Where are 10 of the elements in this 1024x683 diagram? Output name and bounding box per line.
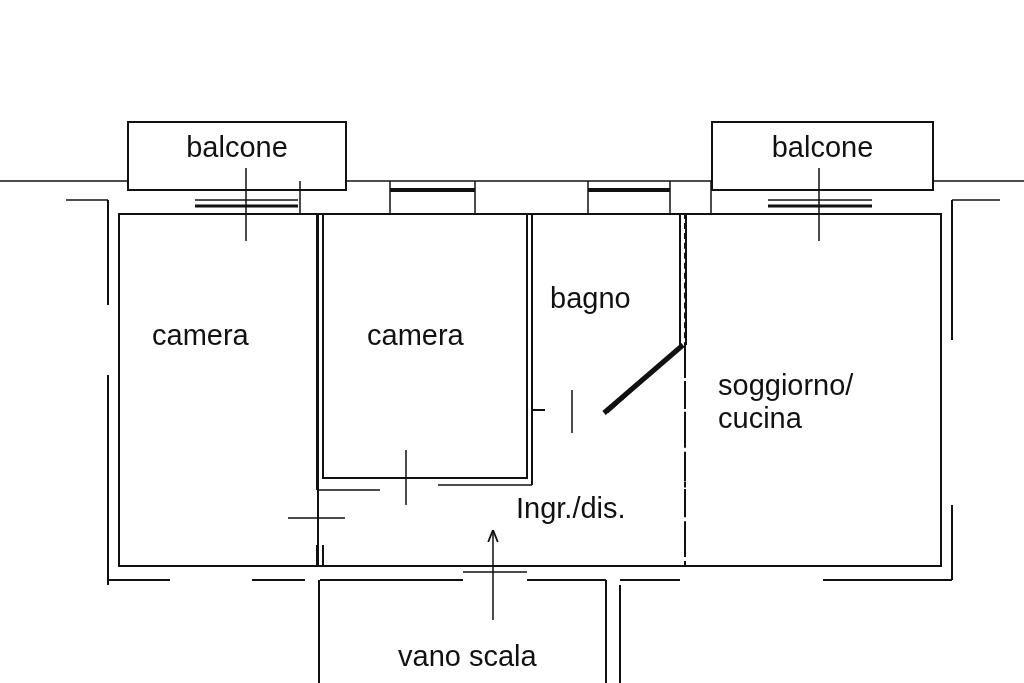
room-label: bagno bbox=[534, 216, 678, 406]
balcony: balcone bbox=[127, 121, 347, 191]
connector-line bbox=[818, 167, 820, 242]
room-label: vano scala bbox=[321, 582, 604, 683]
room-label: Ingr./dis. bbox=[512, 492, 662, 530]
arrow bbox=[487, 529, 499, 621]
room-label: soggiorno/ cucina bbox=[684, 213, 942, 567]
room-label: camera bbox=[118, 213, 319, 567]
connector-line bbox=[245, 167, 247, 242]
balcony: balcone bbox=[711, 121, 934, 191]
